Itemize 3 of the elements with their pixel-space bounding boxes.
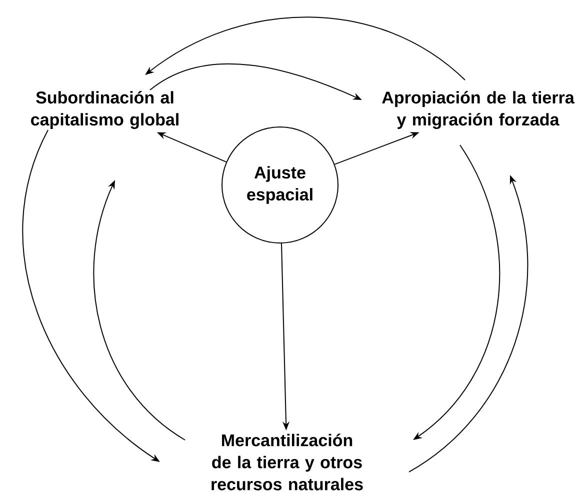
text-label: Apropiación de la tierra y migración forzada	[382, 90, 574, 130]
text-label: Subordinación al capitalismo global	[31, 90, 178, 130]
text-label: Mercantilización de la tierra y otros recursos naturales	[212, 434, 363, 490]
